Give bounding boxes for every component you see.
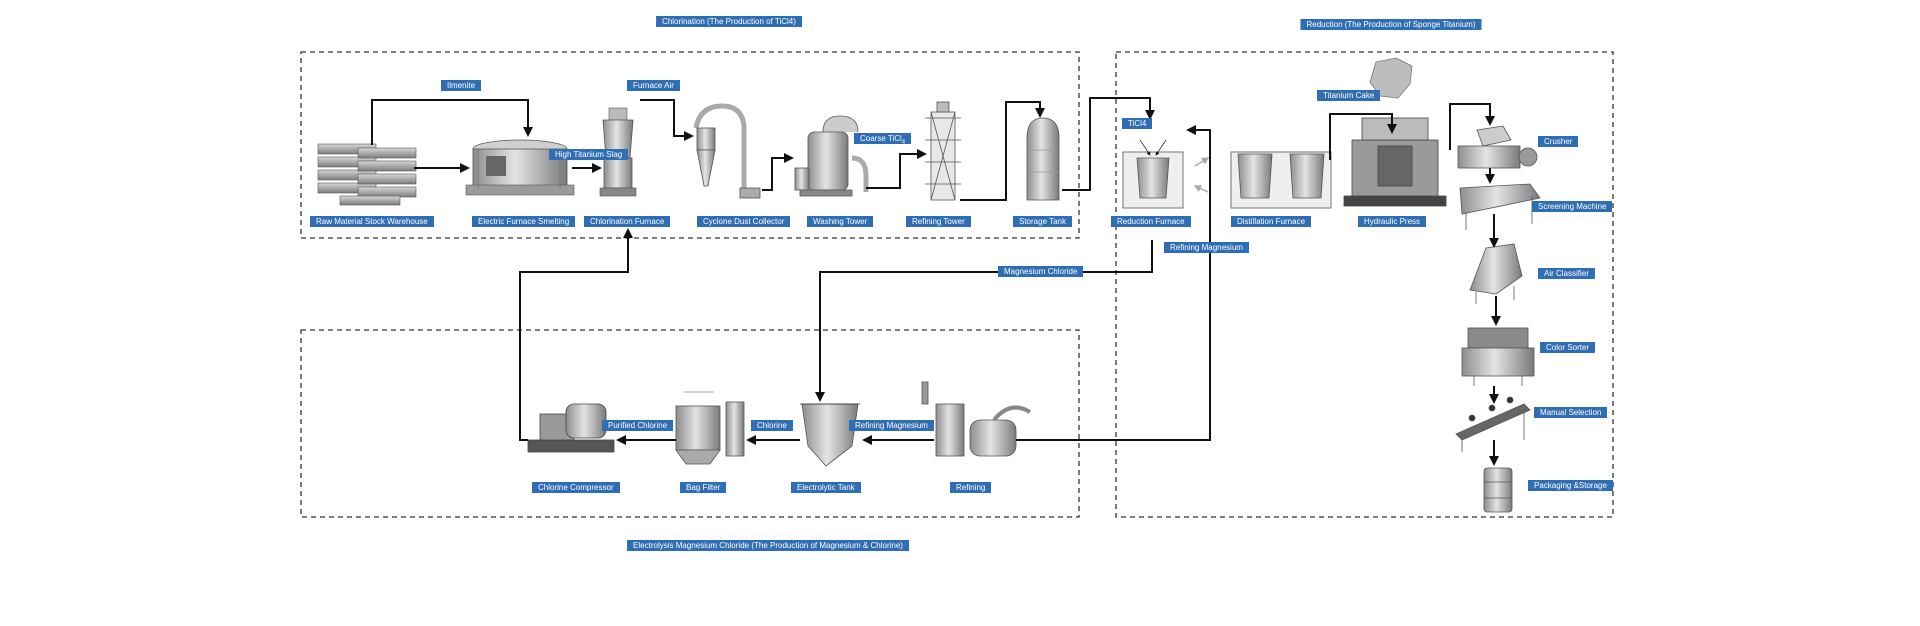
cyclone-dust-collector-icon: [693, 103, 761, 199]
chlorination-furnace-icon: [599, 107, 637, 197]
equipment-label-bag-filter: Bag Filter: [680, 482, 727, 493]
chlorine-compressor-icon: [527, 403, 615, 453]
electrolysis-section-box: [300, 329, 1080, 518]
equipment-label-refining: Refining: [950, 482, 992, 493]
reduction-furnace-icon: [1122, 139, 1184, 209]
equipment-label-raw-material: Raw Material Stock Warehouse: [310, 216, 434, 227]
reduction-section-title: Reduction (The Production of Sponge Tita…: [1300, 19, 1482, 30]
equipment-label-manual-selection: Manual Selection: [1534, 407, 1608, 418]
electrolytic-tank-icon: [800, 403, 860, 467]
bag-filter-icon: [675, 391, 745, 465]
flow-label-coarse-ticl4: Coarse TiCl4: [854, 133, 912, 146]
refining-furnace-icon: [921, 381, 1032, 457]
chlorination-section-box: [300, 51, 1080, 239]
equipment-label-screening-machine: Screening Machine: [1532, 201, 1613, 212]
flow-label-high-titanium-slag: High Titanium Slag: [549, 149, 629, 160]
equipment-label-hydraulic-press: Hydraulic Press: [1358, 216, 1427, 227]
raw-material-stacks-icon: [317, 143, 417, 206]
hydraulic-press-icon: [1343, 117, 1447, 207]
equipment-label-storage-tank: Storage Tank: [1013, 216, 1072, 227]
flow-label-purified-chlorine: Purified Chlorine: [602, 420, 674, 431]
flow-label-titanium-cake: Titanium Cake: [1317, 90, 1381, 101]
chlorination-section-title: Chlorination (The Production of TiCl4): [656, 16, 802, 27]
equipment-label-washing-tower: Washing Tower: [807, 216, 874, 227]
equipment-label-distillation-furnace: Distillation Furnace: [1231, 216, 1312, 227]
distillation-furnace-icon: [1230, 151, 1332, 209]
reduction-section-box: [1115, 51, 1614, 518]
flow-label-chlorine: Chlorine: [751, 420, 793, 431]
equipment-label-electric-furnace: Electric Furnace Smelting: [472, 216, 576, 227]
equipment-label-chlorination-furnace: Chlorination Furnace: [584, 216, 671, 227]
equipment-label-air-classifier: Air Classifier: [1538, 268, 1595, 279]
equipment-label-refining-tower: Refining Tower: [906, 216, 971, 227]
equipment-label-electrolytic-tank: Electrolytic Tank: [791, 482, 861, 493]
manual-selection-icon: [1455, 396, 1531, 452]
titanium-cake-icon: [1369, 57, 1413, 99]
flow-label-ticl4: TiCl4: [1122, 118, 1153, 129]
flow-label-ilmenite: Ilmenite: [441, 80, 482, 91]
equipment-label-packaging: Packaging &Storage: [1528, 480, 1613, 491]
equipment-label-cyclone: Cyclone Dust Collector: [697, 216, 791, 227]
subscript-4: 4: [901, 139, 906, 146]
washing-tower-icon: [794, 115, 869, 197]
air-classifier-icon: [1469, 243, 1523, 304]
equipment-label-color-sorter: Color Sorter: [1540, 342, 1596, 353]
flow-label-refining-magnesium-bottom: Refining Magnesium: [849, 420, 934, 431]
electrolysis-section-title: Electrolysis Magnesium Chloride (The Pro…: [627, 540, 909, 551]
crusher-icon: [1457, 125, 1538, 169]
flow-label-furnace-air: Furnace Air: [627, 80, 680, 91]
packaging-drum-icon: [1483, 467, 1513, 513]
equipment-label-chlorine-compressor: Chlorine Compressor: [532, 482, 620, 493]
flow-lines: [371, 97, 1501, 466]
refining-tower-icon: [925, 101, 961, 201]
storage-tank-icon: [1026, 117, 1060, 201]
flow-label-magnesium-chloride: Magnesium Chloride: [998, 266, 1084, 277]
equipment-label-reduction-furnace: Reduction Furnace: [1111, 216, 1191, 227]
flow-label-refining-magnesium-top: Refining Magnesium: [1164, 242, 1249, 253]
equipment-label-crusher: Crusher: [1538, 136, 1579, 147]
color-sorter-icon: [1461, 327, 1535, 386]
screening-machine-icon: [1459, 183, 1541, 230]
